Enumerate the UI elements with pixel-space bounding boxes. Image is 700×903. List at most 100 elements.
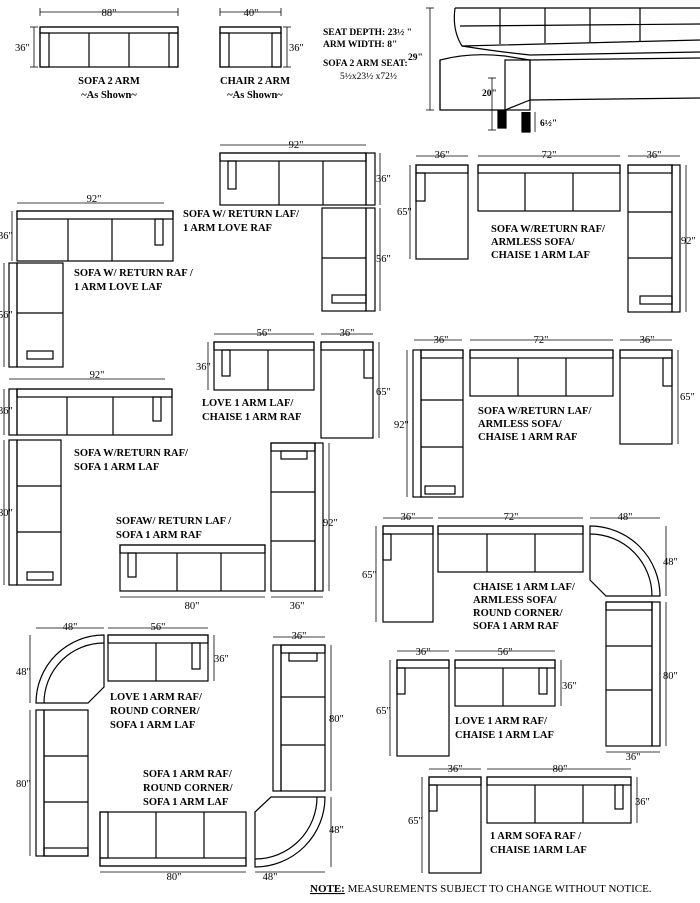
config-4-dim-1: 72" [534,335,549,346]
config-7-dim-0: 36" [401,512,416,523]
side-leg-label: 6½" [540,119,557,129]
config-2-dim-0: 92" [87,194,102,205]
spec-sofa-seat-value: 5½x23½ x72½ [340,71,397,82]
config-8-caption-1: ROUND CORNER/ [110,706,201,717]
config-3-dim-2: 36" [196,362,211,373]
config-5-dim-2: 80" [0,508,13,519]
config-5-caption-1: SOFA 1 ARM LAF [74,462,159,473]
config-sofa-raf-chaise-laf [421,768,638,874]
config-8-dim-2: 48" [16,667,31,678]
config-9-caption-0: SOFA 1 ARM RAF/ [143,769,233,780]
config-6-caption-1: SOFA 1 ARM RAF [116,530,202,541]
config-11-dim-2: 36" [635,797,650,808]
config-8-dim-4: 80" [16,779,31,790]
config-3-caption-0: LOVE 1 ARM LAF/ [202,398,294,409]
config-8-caption-0: LOVE 1 ARM RAF/ [110,692,203,703]
config-0-dim-2: 56" [376,254,391,265]
config-10-dim-2: 36" [562,681,577,692]
side-seat-height-label: 20" [482,89,497,99]
config-sofa-return-raf-love-laf [3,202,174,368]
config-11-dim-1: 80" [553,764,568,775]
config-0-caption-1: 1 ARM LOVE RAF [183,223,272,234]
chair-2-arm-diagram [219,8,291,68]
config-0-dim-1: 36" [376,174,391,185]
chair-caption-sub: ~As Shown~ [227,90,283,101]
config-9-dim-4: 48" [263,872,278,883]
config-10-caption-0: LOVE 1 ARM RAF/ [455,716,548,727]
config-4-caption-1: ARMLESS SOFA/ [478,419,563,430]
config-3-dim-0: 56" [257,328,272,339]
config-sofa-return-laf-sofa-raf [119,442,330,598]
config-sofa-return-laf-love-raf [219,144,381,312]
config-9-dim-3: 80" [167,872,182,883]
config-7-dim-3: 65" [362,570,377,581]
config-7-dim-1: 72" [504,512,519,523]
config-love-raf-chaise-laf [389,650,562,757]
config-11-caption-1: CHAISE 1ARM LAF [490,845,587,856]
config-love-laf-chaise-raf [207,333,380,439]
sofa-2-arm-diagram [30,8,179,68]
config-5-caption-0: SOFA W/RETURN RAF/ [74,448,189,459]
footer-note: NOTE: MEASUREMENTS SUBJECT TO CHANGE WIT… [310,883,652,895]
config-4-caption-2: CHAISE 1 ARM RAF [478,432,577,443]
sofa-caption-sub: ~As Shown~ [81,90,137,101]
config-2-dim-2: 56" [0,310,13,321]
config-9-dim-1: 80" [329,714,344,725]
config-1-dim-4: 92" [681,236,696,247]
config-11-dim-0: 36" [448,764,463,775]
config-6-dim-1: 80" [185,601,200,612]
config-7-caption-3: SOFA 1 ARM RAF [473,621,559,632]
config-chaise-armless-corner-sofa-raf [375,517,667,753]
config-4-dim-4: 65" [680,392,695,403]
config-1-caption-2: CHAISE 1 ARM LAF [491,250,590,261]
config-0-dim-0: 92" [289,140,304,151]
config-4-caption-0: SOFA W/RETURN LAF/ [478,406,592,417]
config-3-dim-3: 65" [376,387,391,398]
config-love-raf-corner-sofa-laf [29,627,215,857]
config-2-caption-0: SOFA W/ RETURN RAF / [74,268,194,279]
config-8-dim-0: 48" [63,622,78,633]
side-height-label: 29" [408,53,423,63]
config-7-caption-2: ROUND CORNER/ [473,608,564,619]
footer-note-label: NOTE: [310,883,345,895]
config-10-caption-1: CHAISE 1 ARM LAF [455,730,554,741]
config-5-dim-0: 92" [90,370,105,381]
config-0-caption-0: SOFA W/ RETURN LAF/ [183,209,300,220]
config-sofa-raf-corner-sofa-laf [99,636,332,873]
config-2-dim-1: 36" [0,231,13,242]
config-1-caption-0: SOFA W/RETURN RAF/ [491,224,606,235]
config-6-caption-0: SOFAW/ RETURN LAF / [116,516,232,527]
config-4-dim-2: 36" [640,335,655,346]
config-1-dim-2: 36" [647,150,662,161]
config-8-dim-1: 56" [151,622,166,633]
config-1-caption-1: ARMLESS SOFA/ [491,237,576,248]
config-4-dim-0: 36" [434,335,449,346]
spec-arm-width: ARM WIDTH: 8" [323,40,397,50]
chair-height-label: 36" [289,43,304,54]
config-6-dim-0: 92" [323,518,338,529]
config-2-caption-1: 1 ARM LOVE LAF [74,282,162,293]
footer-note-text: MEASUREMENTS SUBJECT TO CHANGE WITHOUT N… [345,883,652,895]
chair-width-label: 40" [244,8,259,19]
spec-seat-depth: SEAT DEPTH: 23½ " [323,28,412,38]
config-7-caption-0: CHAISE 1 ARM LAF/ [473,582,576,593]
config-8-dim-3: 36" [214,654,229,665]
config-9-caption-2: SOFA 1 ARM LAF [143,797,228,808]
config-7-dim-2: 48" [618,512,633,523]
config-9-caption-1: ROUND CORNER/ [143,783,234,794]
spec-sofa-seat-label: SOFA 2 ARM SEAT: [323,59,408,69]
config-4-dim-3: 92" [394,420,409,431]
config-1-dim-0: 36" [435,150,450,161]
config-5-dim-1: 36" [0,406,13,417]
config-10-dim-3: 65" [376,706,391,717]
sofa-side-view [426,7,700,133]
config-7-dim-4: 48" [663,557,678,568]
config-7-caption-1: ARMLESS SOFA/ [473,595,558,606]
sofa-width-label: 88" [102,8,117,19]
config-7-dim-6: 36" [626,752,641,763]
config-sofa-return-raf-armless-chaise-laf [409,155,687,313]
config-7-dim-5: 80" [663,671,678,682]
config-sofa-return-laf-armless-chaise-raf [406,339,679,498]
config-6-dim-2: 36" [290,601,305,612]
